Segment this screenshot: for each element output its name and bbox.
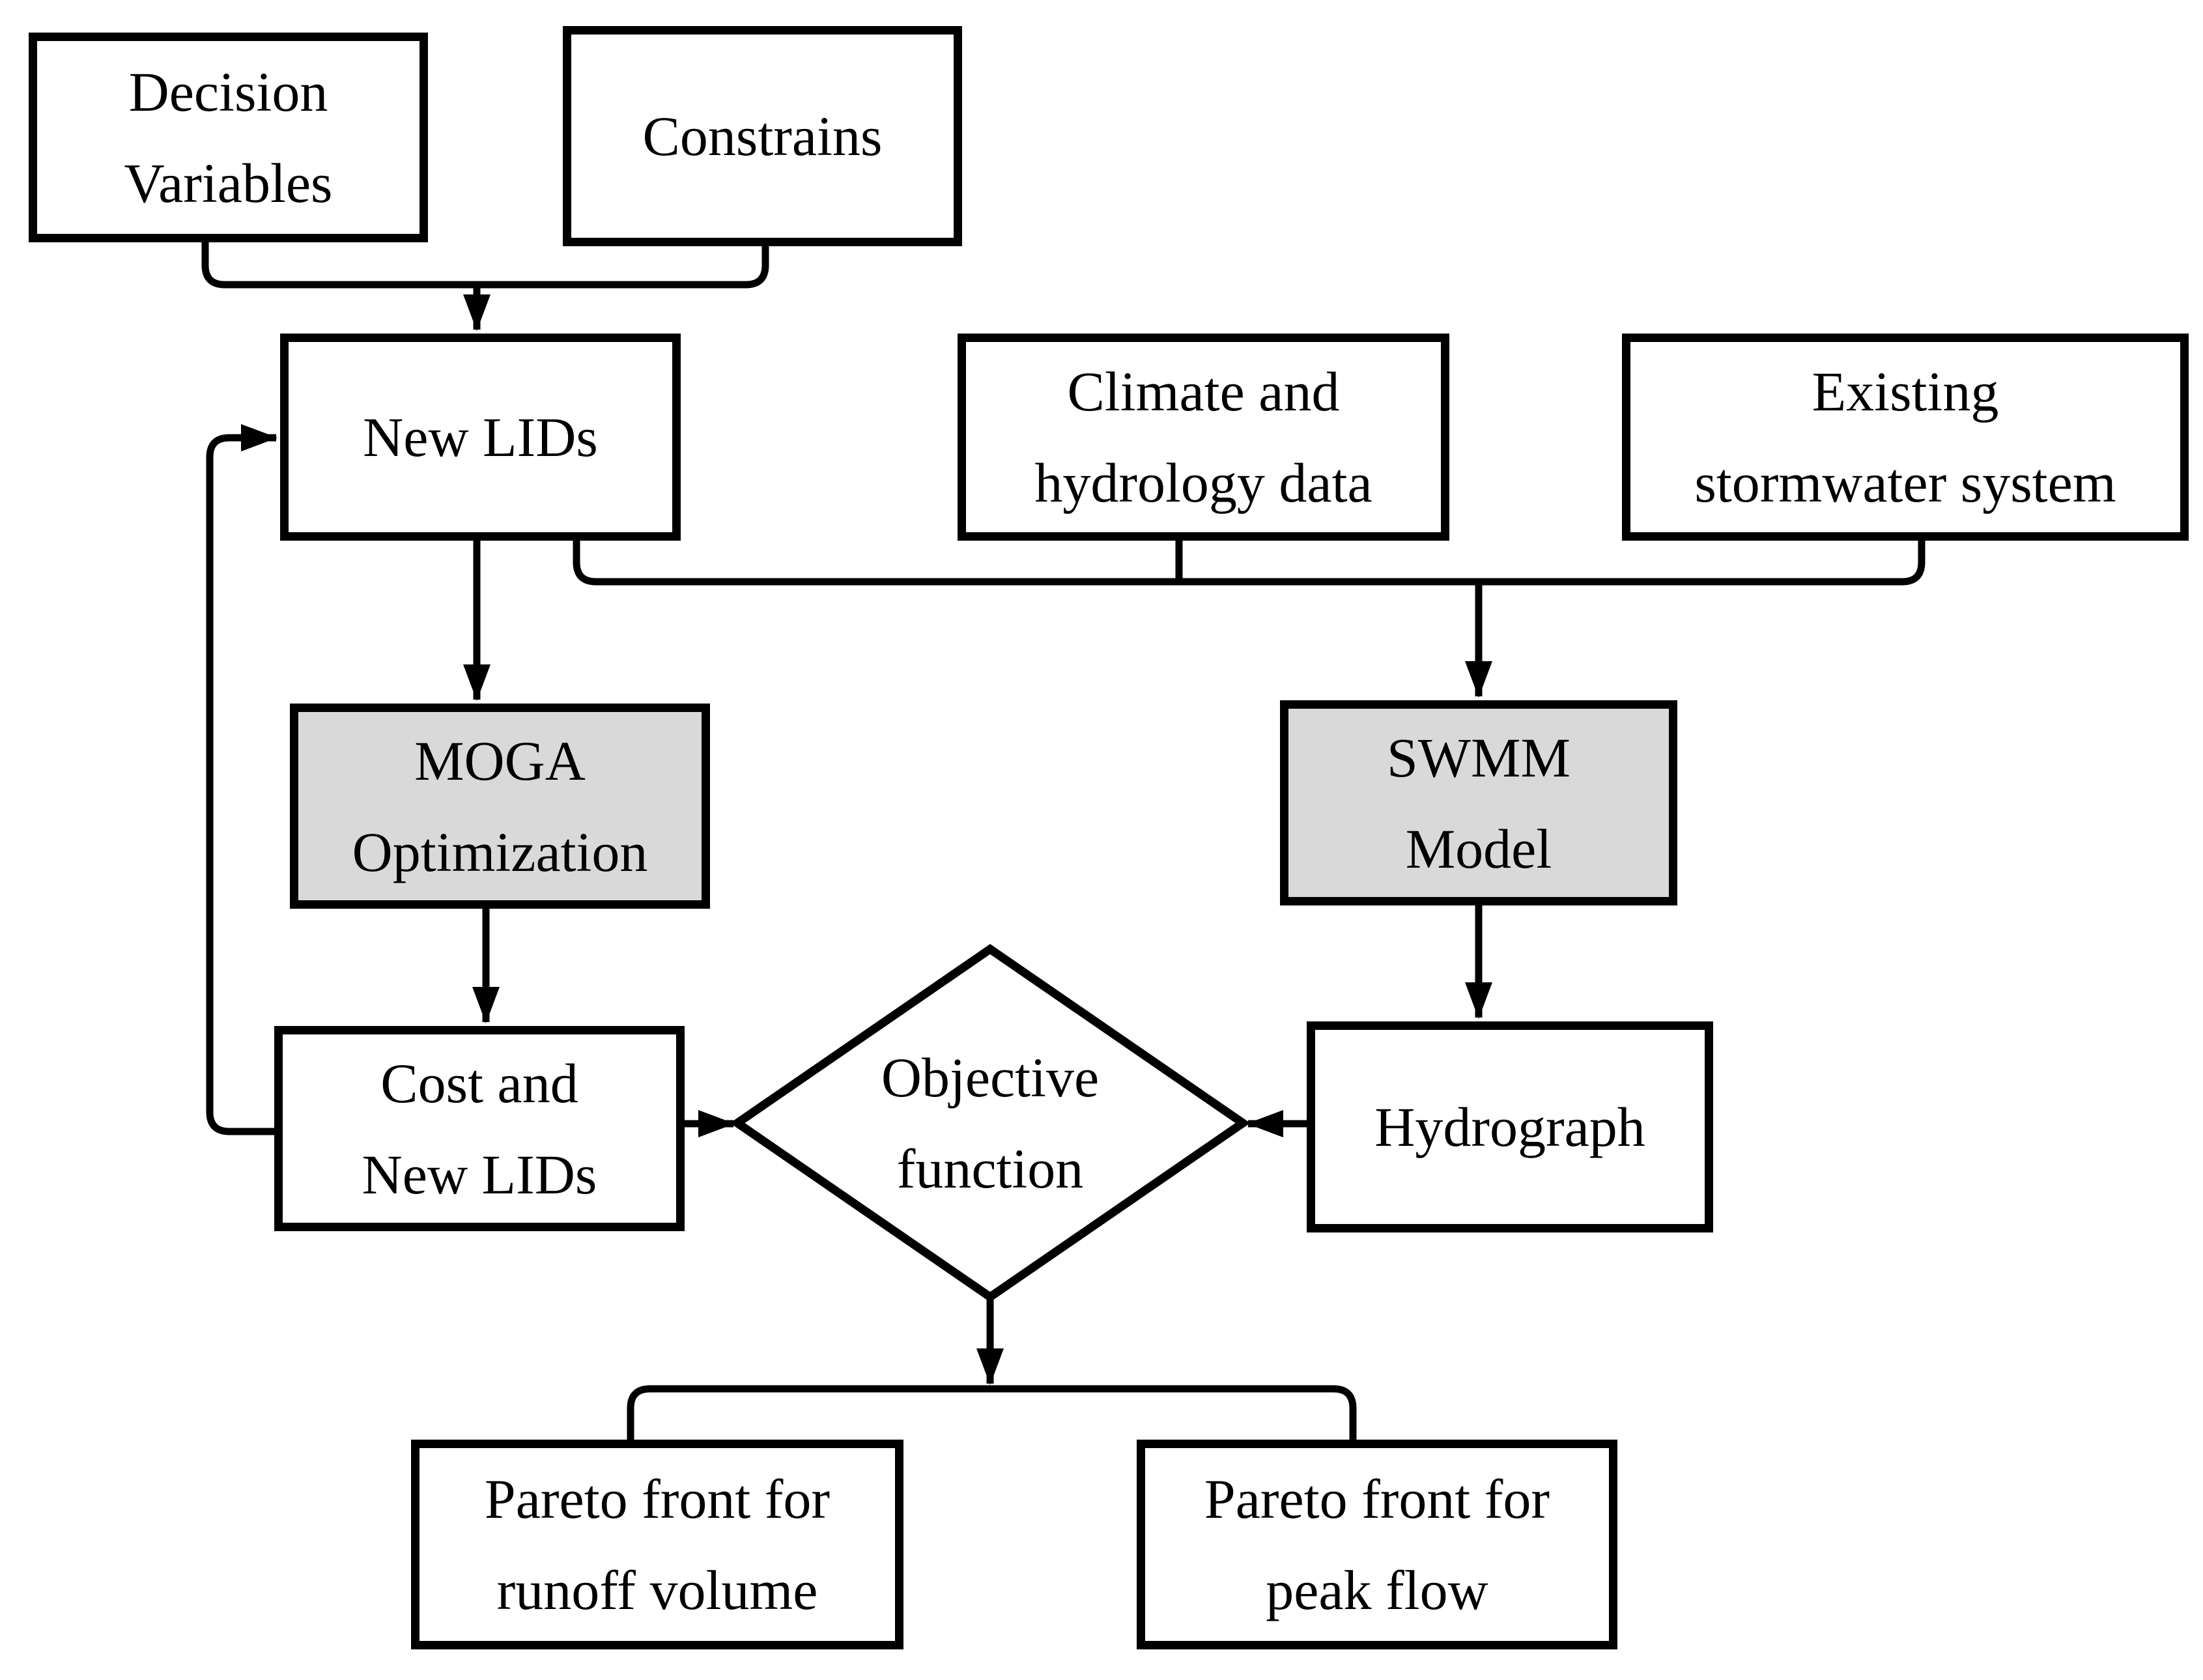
edge-feedback-cost-to-new-lids bbox=[206, 424, 277, 1135]
node-label: stormwater system bbox=[1694, 451, 2116, 514]
node-hydrograph: Hydrograph bbox=[1307, 1021, 1713, 1232]
node-label: runoff volume bbox=[496, 1559, 818, 1621]
node-moga-optimization: MOGA Optimization bbox=[290, 704, 710, 909]
node-label: Cost and bbox=[380, 1051, 578, 1115]
node-existing-stormwater-system: Existing stormwater system bbox=[1622, 334, 2189, 541]
edge-split-to-pareto-boxes bbox=[627, 1385, 1357, 1440]
edge-bus-new-lids-existing bbox=[573, 541, 1926, 586]
node-new-lids: New LIDs bbox=[280, 334, 681, 541]
node-label: Pareto front for bbox=[484, 1468, 831, 1530]
node-pareto-front-peak-flow: Pareto front for peak flow bbox=[1137, 1440, 1617, 1649]
node-label: Optimization bbox=[352, 820, 648, 883]
node-climate-hydrology-data: Climate and hydrology data bbox=[958, 334, 1449, 541]
node-label: Objective bbox=[881, 1046, 1100, 1109]
node-swmm-model: SWMM Model bbox=[1280, 700, 1677, 905]
node-objective-function-label: Objective function bbox=[762, 999, 1218, 1247]
node-label: Decision bbox=[128, 61, 328, 123]
node-label: hydrology data bbox=[1034, 451, 1372, 514]
node-label: New LIDs bbox=[362, 1143, 597, 1206]
objective-function-diamond bbox=[730, 944, 1251, 1302]
node-label: function bbox=[896, 1137, 1084, 1200]
node-decision-variables: Decision Variables bbox=[29, 33, 428, 242]
node-constrains: Constrains bbox=[563, 26, 962, 246]
node-label: Pareto front for bbox=[1204, 1468, 1550, 1530]
node-label: Hydrograph bbox=[1374, 1096, 1645, 1158]
node-label: MOGA bbox=[414, 729, 586, 792]
node-label: Variables bbox=[124, 152, 333, 214]
node-label: SWMM bbox=[1387, 726, 1571, 789]
node-label: New LIDs bbox=[363, 406, 598, 468]
edge-merge-decision-constrains bbox=[201, 242, 769, 289]
node-cost-and-new-lids: Cost and New LIDs bbox=[274, 1026, 685, 1231]
node-label: Constrains bbox=[642, 105, 883, 167]
node-pareto-front-runoff-volume: Pareto front for runoff volume bbox=[411, 1440, 903, 1649]
node-label: Existing bbox=[1812, 360, 1999, 423]
node-label: Climate and bbox=[1067, 360, 1340, 423]
node-label: peak flow bbox=[1266, 1559, 1488, 1621]
node-label: Model bbox=[1405, 817, 1552, 880]
